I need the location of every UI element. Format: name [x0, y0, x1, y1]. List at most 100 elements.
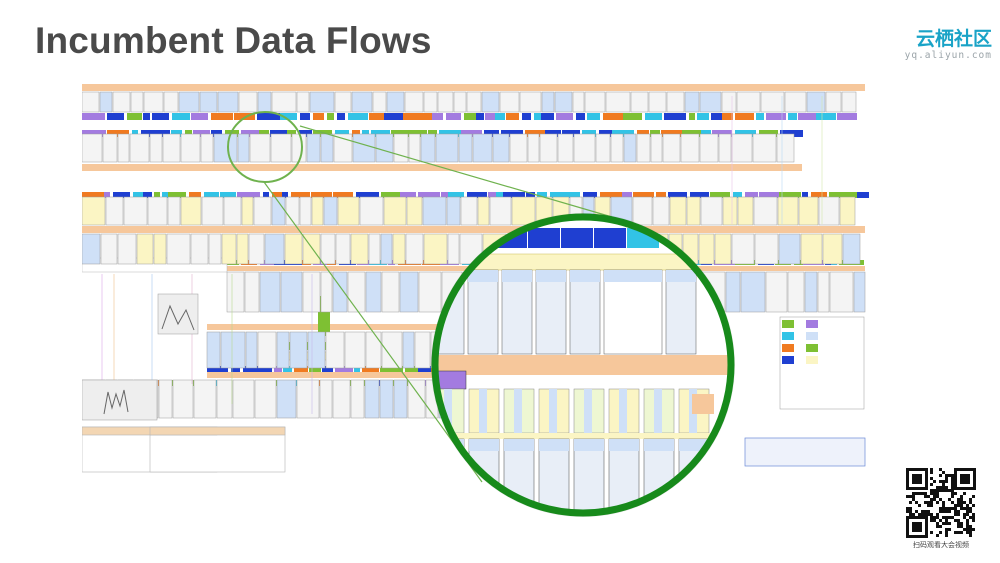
zoom-connector — [514, 389, 522, 433]
zoom-color-bar — [437, 370, 467, 390]
color-bar — [506, 113, 519, 120]
qr-module — [930, 519, 933, 522]
process-box — [333, 133, 353, 163]
process-box — [841, 91, 857, 113]
color-bar — [664, 113, 686, 120]
process-box — [804, 271, 818, 313]
qr-finder-center — [912, 522, 922, 532]
qr-module — [963, 501, 966, 504]
qr-module — [957, 513, 960, 516]
qr-module — [933, 519, 936, 522]
qr-module — [942, 480, 945, 483]
qr-module — [942, 501, 945, 504]
color-bar — [735, 130, 756, 137]
process-box — [842, 233, 861, 265]
process-box — [238, 91, 258, 113]
color-bar — [171, 130, 182, 137]
process-box — [117, 133, 130, 163]
process-box — [299, 196, 312, 226]
qr-module — [957, 504, 960, 507]
process-box — [335, 233, 351, 265]
qr-module — [948, 507, 951, 510]
process-box — [777, 196, 799, 226]
color-bar — [525, 130, 545, 137]
qr-module — [942, 522, 945, 525]
data-flow-diagram — [82, 84, 869, 517]
zoom-process-box — [603, 269, 663, 355]
zoom-process-header — [609, 439, 639, 451]
qr-module — [933, 492, 936, 495]
qr-module — [954, 510, 957, 513]
process-box — [158, 379, 173, 419]
qr-module — [963, 528, 966, 531]
color-bar — [788, 113, 797, 120]
process-box — [332, 379, 351, 419]
slide-title: Incumbent Data Flows — [35, 20, 432, 61]
color-bar — [362, 366, 379, 372]
color-bar — [241, 130, 259, 137]
qr-module — [945, 528, 948, 531]
qr-module — [921, 510, 924, 513]
qr-finder — [906, 516, 928, 538]
zoom-color-bar — [594, 228, 626, 248]
zoom-process-box — [573, 438, 605, 513]
qr-module — [909, 513, 912, 516]
qr-module — [972, 528, 975, 531]
qr-module — [924, 510, 927, 513]
qr-module — [918, 513, 921, 516]
color-bar — [484, 130, 499, 137]
process-box — [193, 379, 217, 419]
qr-module — [915, 492, 918, 495]
zoom-connector — [619, 389, 627, 433]
process-box — [166, 233, 191, 265]
qr-module — [957, 498, 960, 501]
process-box — [414, 331, 431, 369]
qr-module — [951, 489, 954, 492]
qr-module — [945, 531, 948, 534]
process-box — [253, 196, 272, 226]
qr-module — [945, 474, 948, 477]
qr-module — [957, 519, 960, 522]
color-bar — [189, 192, 201, 198]
qr-module — [924, 513, 927, 516]
color-bar — [697, 113, 709, 120]
process-box — [149, 133, 163, 163]
zoom-process-header — [468, 270, 498, 282]
process-box — [337, 196, 360, 226]
color-bar — [526, 192, 535, 198]
highlight-circle — [227, 111, 303, 183]
process-box — [752, 133, 777, 163]
qr-module — [945, 486, 948, 489]
qr-module — [963, 513, 966, 516]
process-box — [666, 91, 685, 113]
process-box — [839, 196, 856, 226]
color-bar — [104, 192, 110, 198]
process-box — [477, 196, 490, 226]
process-box — [99, 91, 113, 113]
qr-module — [933, 480, 936, 483]
color-bar — [204, 192, 219, 198]
color-bar — [405, 366, 418, 372]
qr-module — [942, 510, 945, 513]
qr-module — [957, 531, 960, 534]
qr-module — [972, 516, 975, 519]
process-box — [584, 91, 606, 113]
qr-module — [924, 501, 927, 504]
qr-module — [951, 483, 954, 486]
qr-module — [927, 495, 930, 498]
color-bar — [107, 130, 129, 137]
qr-module — [918, 504, 921, 507]
color-bar — [745, 192, 758, 198]
zoom-color-bar — [528, 228, 560, 248]
process-box — [130, 91, 144, 113]
process-box — [375, 133, 394, 163]
process-box — [714, 233, 732, 265]
process-box — [787, 271, 805, 313]
zoom-connector — [692, 394, 714, 414]
zoom-process-header — [604, 270, 662, 282]
process-box — [82, 196, 106, 226]
color-bar — [689, 113, 695, 120]
qr-module — [945, 519, 948, 522]
qr-module — [966, 531, 969, 534]
process-box — [392, 233, 406, 265]
